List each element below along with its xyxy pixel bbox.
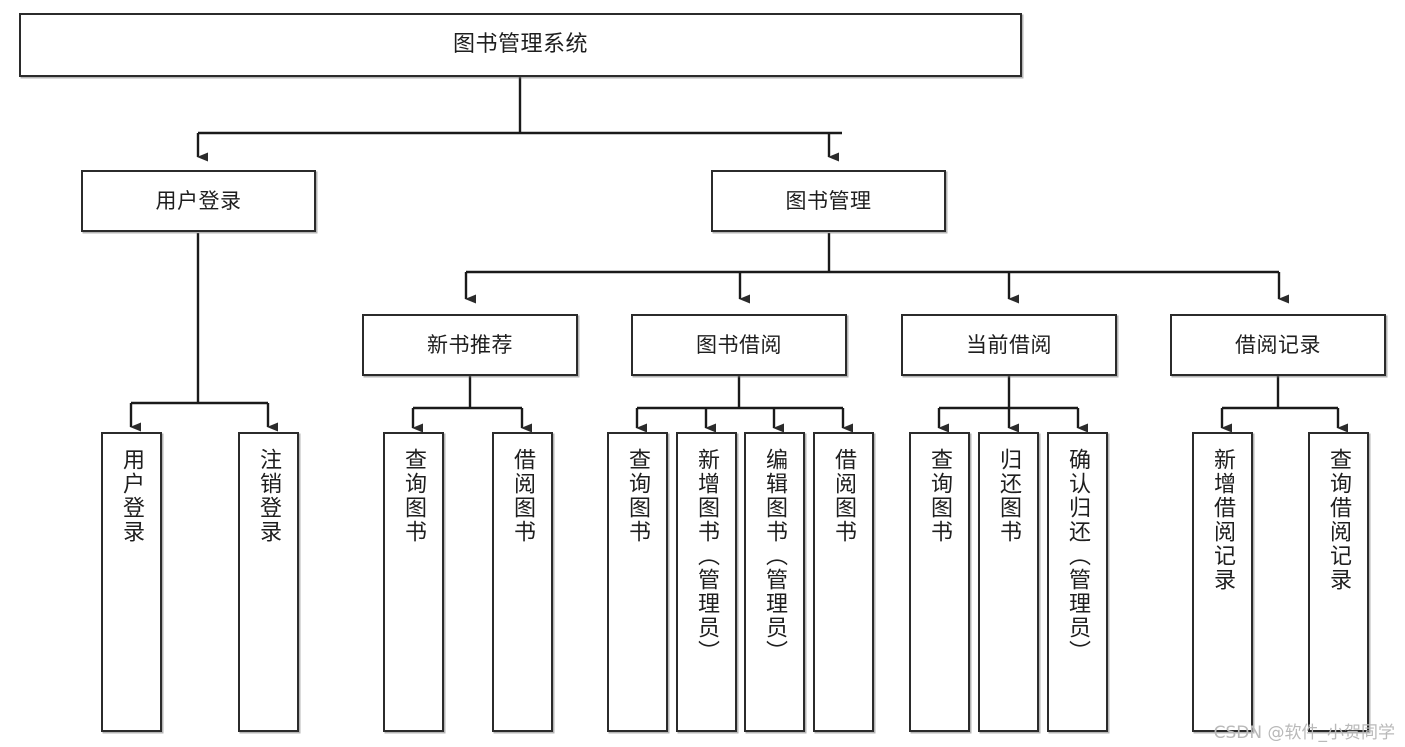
node-leaf-borrow-book-1[interactable]: 借阅图书	[492, 432, 553, 732]
node-label: 图书管理	[785, 188, 872, 213]
node-leaf-logout-login[interactable]: 注销登录	[238, 432, 299, 732]
node-label: 查询图书	[927, 448, 953, 544]
node-current-borrow[interactable]: 当前借阅	[901, 314, 1117, 376]
node-label: 借阅图书	[831, 448, 857, 544]
node-label: 确认归还（管理员）	[1065, 448, 1091, 664]
node-label: 查询图书	[401, 448, 427, 544]
node-label: 新书推荐	[427, 332, 513, 357]
node-label: 图书借阅	[696, 332, 782, 357]
csdn-watermark: CSDN @软件_小贺同学	[1213, 723, 1395, 743]
node-borrow-record[interactable]: 借阅记录	[1170, 314, 1386, 376]
node-new-book-recommend[interactable]: 新书推荐	[362, 314, 578, 376]
node-leaf-confirm-return[interactable]: 确认归还（管理员）	[1047, 432, 1108, 732]
node-leaf-query-record[interactable]: 查询借阅记录	[1308, 432, 1369, 732]
node-leaf-query-book-3[interactable]: 查询图书	[909, 432, 970, 732]
node-leaf-borrow-book-2[interactable]: 借阅图书	[813, 432, 874, 732]
node-label: 借阅记录	[1235, 332, 1321, 357]
node-leaf-user-login[interactable]: 用户登录	[101, 432, 162, 732]
node-book-manage[interactable]: 图书管理	[711, 170, 946, 232]
node-leaf-query-book-1[interactable]: 查询图书	[383, 432, 444, 732]
node-label: 查询借阅记录	[1326, 448, 1352, 592]
node-label: 新增图书（管理员）	[694, 448, 720, 664]
node-root-book-management-system[interactable]: 图书管理系统	[19, 13, 1022, 77]
node-label: 借阅图书	[510, 448, 536, 544]
node-label: 编辑图书（管理员）	[762, 448, 788, 664]
node-label: 新增借阅记录	[1210, 448, 1236, 592]
node-leaf-return-book[interactable]: 归还图书	[978, 432, 1039, 732]
node-leaf-add-record[interactable]: 新增借阅记录	[1192, 432, 1253, 732]
node-label: 用户登录	[119, 448, 145, 544]
node-user-login[interactable]: 用户登录	[81, 170, 316, 232]
node-book-borrow[interactable]: 图书借阅	[631, 314, 847, 376]
node-label: 当前借阅	[966, 332, 1052, 357]
node-leaf-query-book-2[interactable]: 查询图书	[607, 432, 668, 732]
node-label: 用户登录	[155, 188, 242, 213]
node-leaf-edit-book[interactable]: 编辑图书（管理员）	[744, 432, 805, 732]
node-leaf-add-book[interactable]: 新增图书（管理员）	[676, 432, 737, 732]
node-label: 图书管理系统	[452, 32, 588, 58]
node-label: 归还图书	[996, 448, 1022, 544]
node-label: 注销登录	[256, 448, 282, 544]
node-label: 查询图书	[625, 448, 651, 544]
